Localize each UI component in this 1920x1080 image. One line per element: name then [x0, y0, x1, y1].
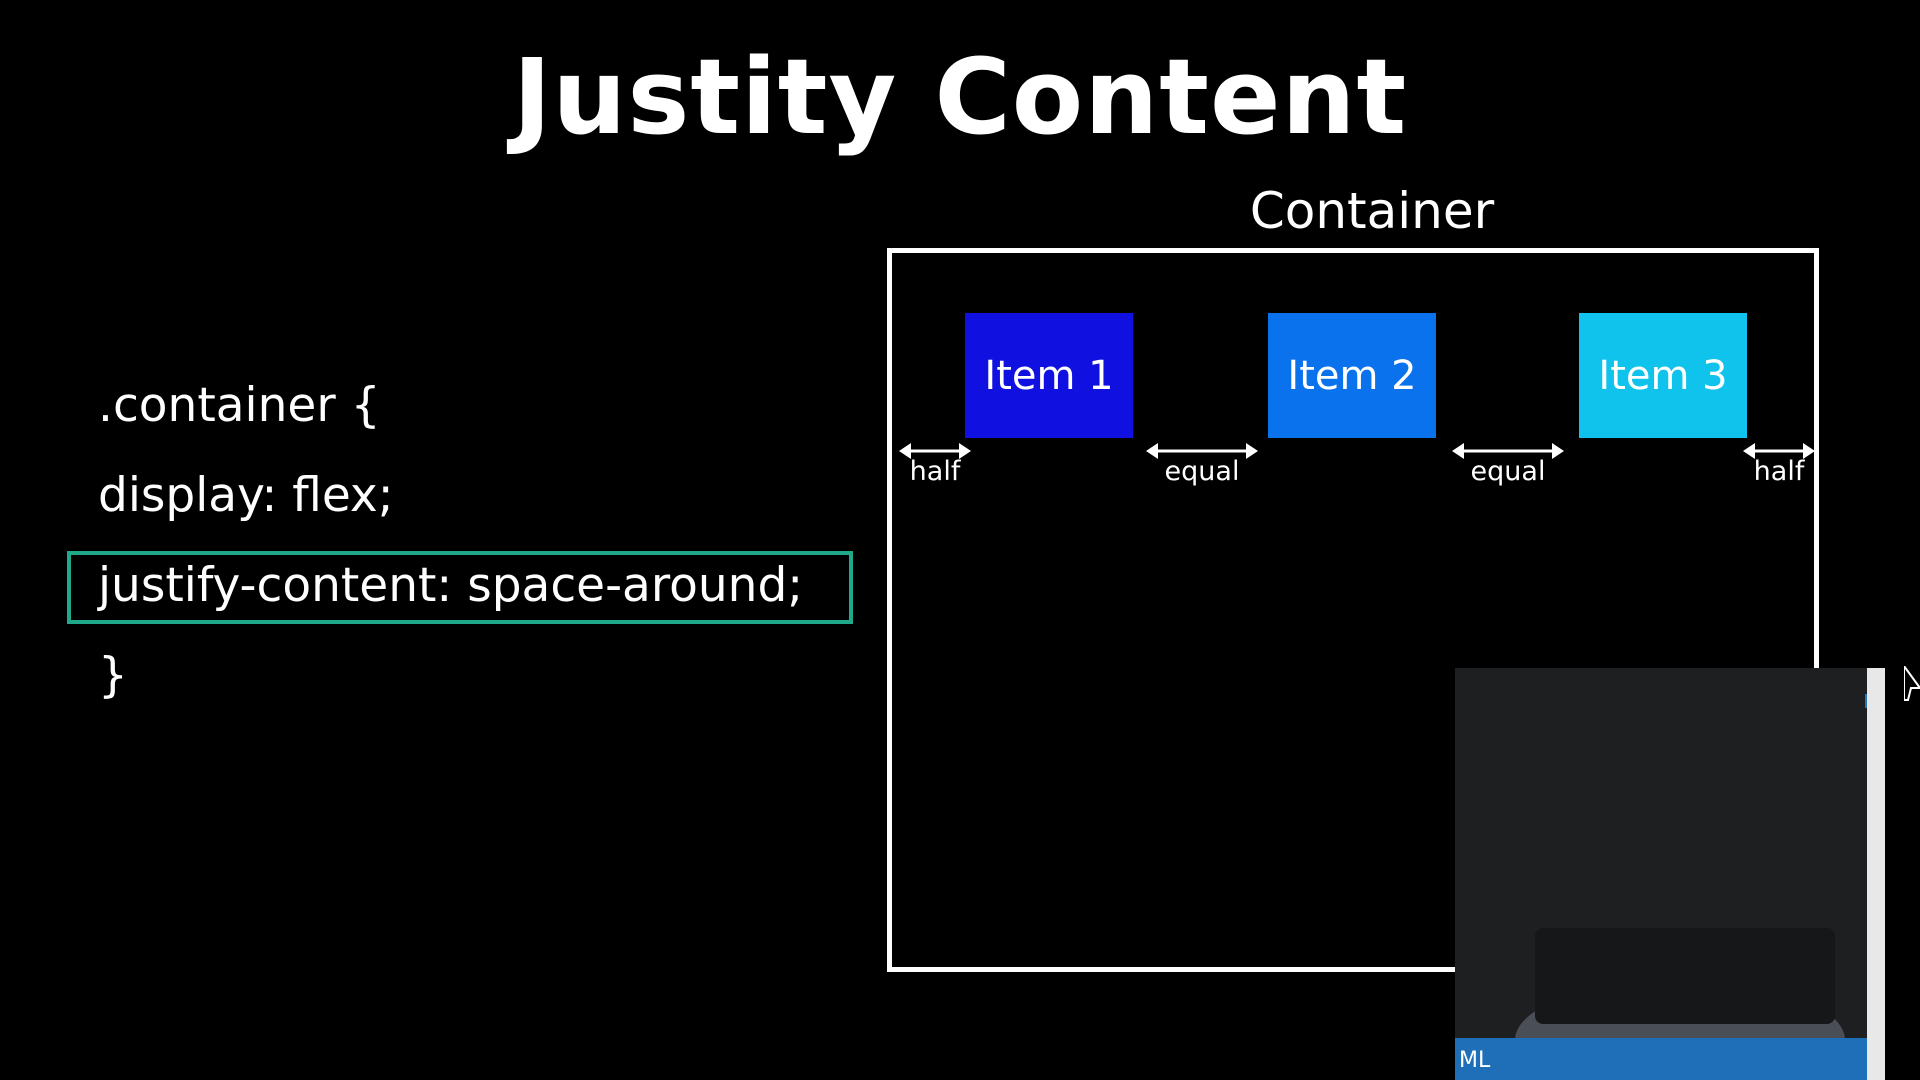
double-arrow-icon: [1452, 438, 1564, 464]
code-line-selector: .container {: [98, 378, 381, 433]
double-arrow-icon: [899, 438, 971, 464]
container-box: [887, 248, 1819, 972]
double-arrow-icon: [1743, 438, 1815, 464]
container-label: Container: [1249, 182, 1495, 240]
webcam-redaction: [1535, 928, 1835, 1024]
code-line-closing-brace: }: [98, 648, 128, 703]
flex-item-1: Item 1: [965, 313, 1133, 438]
flex-item-3: Item 3: [1579, 313, 1747, 438]
highlight-box: [67, 551, 853, 624]
code-line-display: display: flex;: [98, 468, 394, 523]
slide-title: Justity Content: [512, 36, 1408, 158]
webcam-side-strip: [1867, 668, 1885, 1080]
webcam-editor-tab: ML: [1459, 1048, 1491, 1073]
code-line-justify-content: justify-content: space-around;: [98, 558, 804, 613]
gap-label-equal-1: equal: [1164, 456, 1240, 487]
mouse-cursor-icon: [1903, 662, 1920, 706]
flex-item-2: Item 2: [1268, 313, 1436, 438]
webcam-editor-bar: ML: [1455, 1038, 1867, 1080]
gap-label-equal-2: equal: [1470, 456, 1546, 487]
double-arrow-icon: [1146, 438, 1258, 464]
gap-label-right-half: half: [1753, 456, 1805, 487]
webcam-overlay: ML: [1455, 668, 1885, 1080]
gap-label-left-half: half: [909, 456, 961, 487]
